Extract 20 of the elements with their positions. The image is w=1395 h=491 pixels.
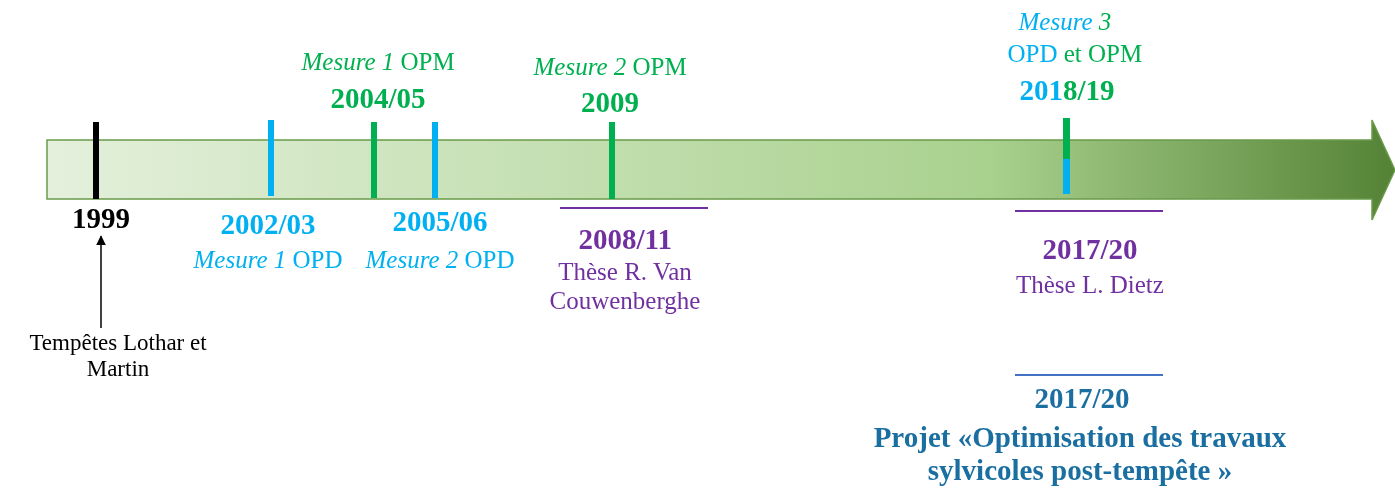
year-label: 2005/06 [392,205,488,239]
thesis-label: Thèse L. Dietz [1016,271,1164,300]
measure-label: Mesure 2 OPD [365,246,515,275]
year-label: 2018/19 [1019,74,1115,108]
measure-label: Mesure 2 OPM [533,53,687,82]
measure-label: Mesure 1 OPM [301,48,455,77]
year-label: 1999 [72,202,130,236]
project-label: Projet «Optimisation des travaux sylvicoles post-tempête » [872,421,1288,488]
year-label: 2008/11 [578,223,672,257]
year-label: 2009 [581,86,639,120]
arrow [96,235,106,329]
measure-label: Mesure 3 [1018,8,1112,37]
year-label: 2017/20 [1042,233,1138,267]
thesis-label: Thèse R. Van Couwenberghe [548,258,702,316]
year-label: 2004/05 [330,82,426,116]
year-label: 2017/20 [1034,382,1130,416]
measure-label: Mesure 1 OPD [193,246,343,275]
year-label: 2002/03 [220,208,316,242]
measure-label: OPD et OPM [1007,40,1143,69]
event-label: Tempêtes Lothar et Martin [23,330,213,383]
